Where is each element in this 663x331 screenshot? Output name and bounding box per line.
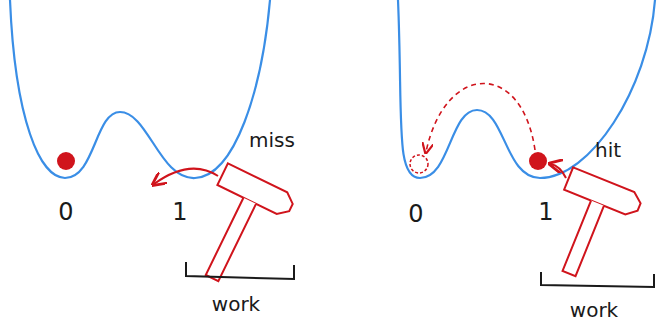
state-number: 0 xyxy=(408,202,423,226)
ball xyxy=(529,152,547,170)
hammer xyxy=(536,167,644,288)
state-number: 0 xyxy=(58,200,73,224)
ghost-ball xyxy=(410,155,428,173)
double-well-curve xyxy=(398,0,655,178)
hit-arrow xyxy=(551,164,566,178)
bracket xyxy=(186,262,294,279)
annotation: miss xyxy=(249,130,295,150)
annotation: work xyxy=(570,300,618,320)
hammer xyxy=(180,163,297,295)
miss-arrow xyxy=(154,169,218,184)
annotation: hit xyxy=(595,140,621,160)
state-number: 1 xyxy=(172,200,187,224)
bracket xyxy=(541,272,654,287)
annotation: work xyxy=(212,294,260,314)
trajectory xyxy=(426,83,535,152)
ball xyxy=(57,152,75,170)
state-number: 1 xyxy=(538,200,553,224)
double-well-curve xyxy=(10,0,270,178)
